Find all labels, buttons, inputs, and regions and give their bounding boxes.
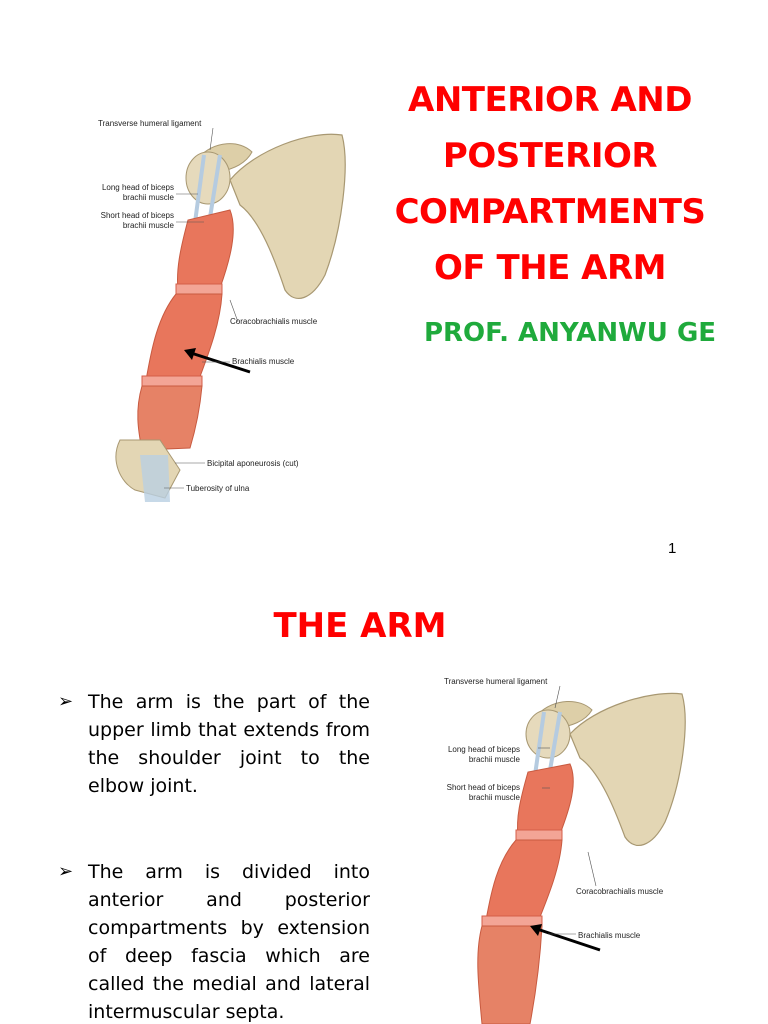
slide-title: ANTERIOR AND POSTERIOR COMPARTMENTS OF T… [370,72,730,296]
label-short-head-1: Short head of biceps [101,211,174,220]
arrow-bullet-icon: ➢ [58,691,74,712]
label-tuberosity-ulna: Tuberosity of ulna [186,484,250,493]
pointer-arrow-head [530,924,542,936]
bullet-text: The arm is the part of the upper limb th… [88,691,370,797]
cut-band-upper [175,283,223,295]
label-bicipital-aponeurosis: Bicipital aponeurosis (cut) [207,459,299,468]
bullet-item: ➢ The arm is the part of the upper limb … [58,688,370,800]
title-line-2: POSTERIOR [442,136,658,176]
scapula-shape [229,133,346,300]
bullet-item: ➢ The arm is divided into anterior and p… [58,858,370,1024]
title-line-1: ANTERIOR AND [408,80,692,120]
anatomy-figure-svg-2: Transverse humeral ligament Long head of… [444,677,686,1024]
label-long-head-2: brachii muscle [123,193,175,202]
anatomy-figure-svg: Transverse humeral ligament Long head of… [98,119,346,502]
bullet-list: ➢ The arm is the part of the upper limb … [58,688,370,1024]
label-brachialis: Brachialis muscle [578,931,641,940]
label-long-head-1: Long head of biceps [448,745,520,754]
aponeurosis-shape [140,455,170,502]
page-number: 1 [668,540,677,557]
label-coracobrachialis: Coracobrachialis muscle [576,887,664,896]
label-short-head-1: Short head of biceps [447,783,520,792]
label-brachialis: Brachialis muscle [232,357,295,366]
title-line-3: COMPARTMENTS [394,192,706,232]
author-name: PROF. ANYANWU GE [423,318,717,348]
cut-band-lower [141,375,203,387]
pointer-arrow-head [184,348,196,360]
bullet-text: The arm is divided into anterior and pos… [88,861,370,1023]
biceps-belly-shape [145,293,223,383]
label-coracobrachialis: Coracobrachialis muscle [230,317,318,326]
label-transverse-ligament: Transverse humeral ligament [444,677,548,686]
label-short-head-2: brachii muscle [123,221,175,230]
label-long-head-1: Long head of biceps [102,183,174,192]
label-long-head-2: brachii muscle [469,755,521,764]
slide-1: Transverse humeral ligament Long head of… [80,72,730,557]
slide-2-title: THE ARM [273,606,447,646]
title-line-4: OF THE ARM [433,248,667,288]
label-transverse-ligament: Transverse humeral ligament [98,119,202,128]
arm-anatomy-illustration: Transverse humeral ligament Long head of… [80,110,370,502]
arrow-bullet-icon: ➢ [58,861,74,882]
label-short-head-2: brachii muscle [469,793,521,802]
arm-anatomy-illustration-2: Transverse humeral ligament Long head of… [420,672,710,1024]
pointer-arrow-line [533,926,601,952]
slide-2: THE ARM ➢ The arm is the part of the upp… [0,572,768,1024]
humerus-head-shape [185,151,231,205]
